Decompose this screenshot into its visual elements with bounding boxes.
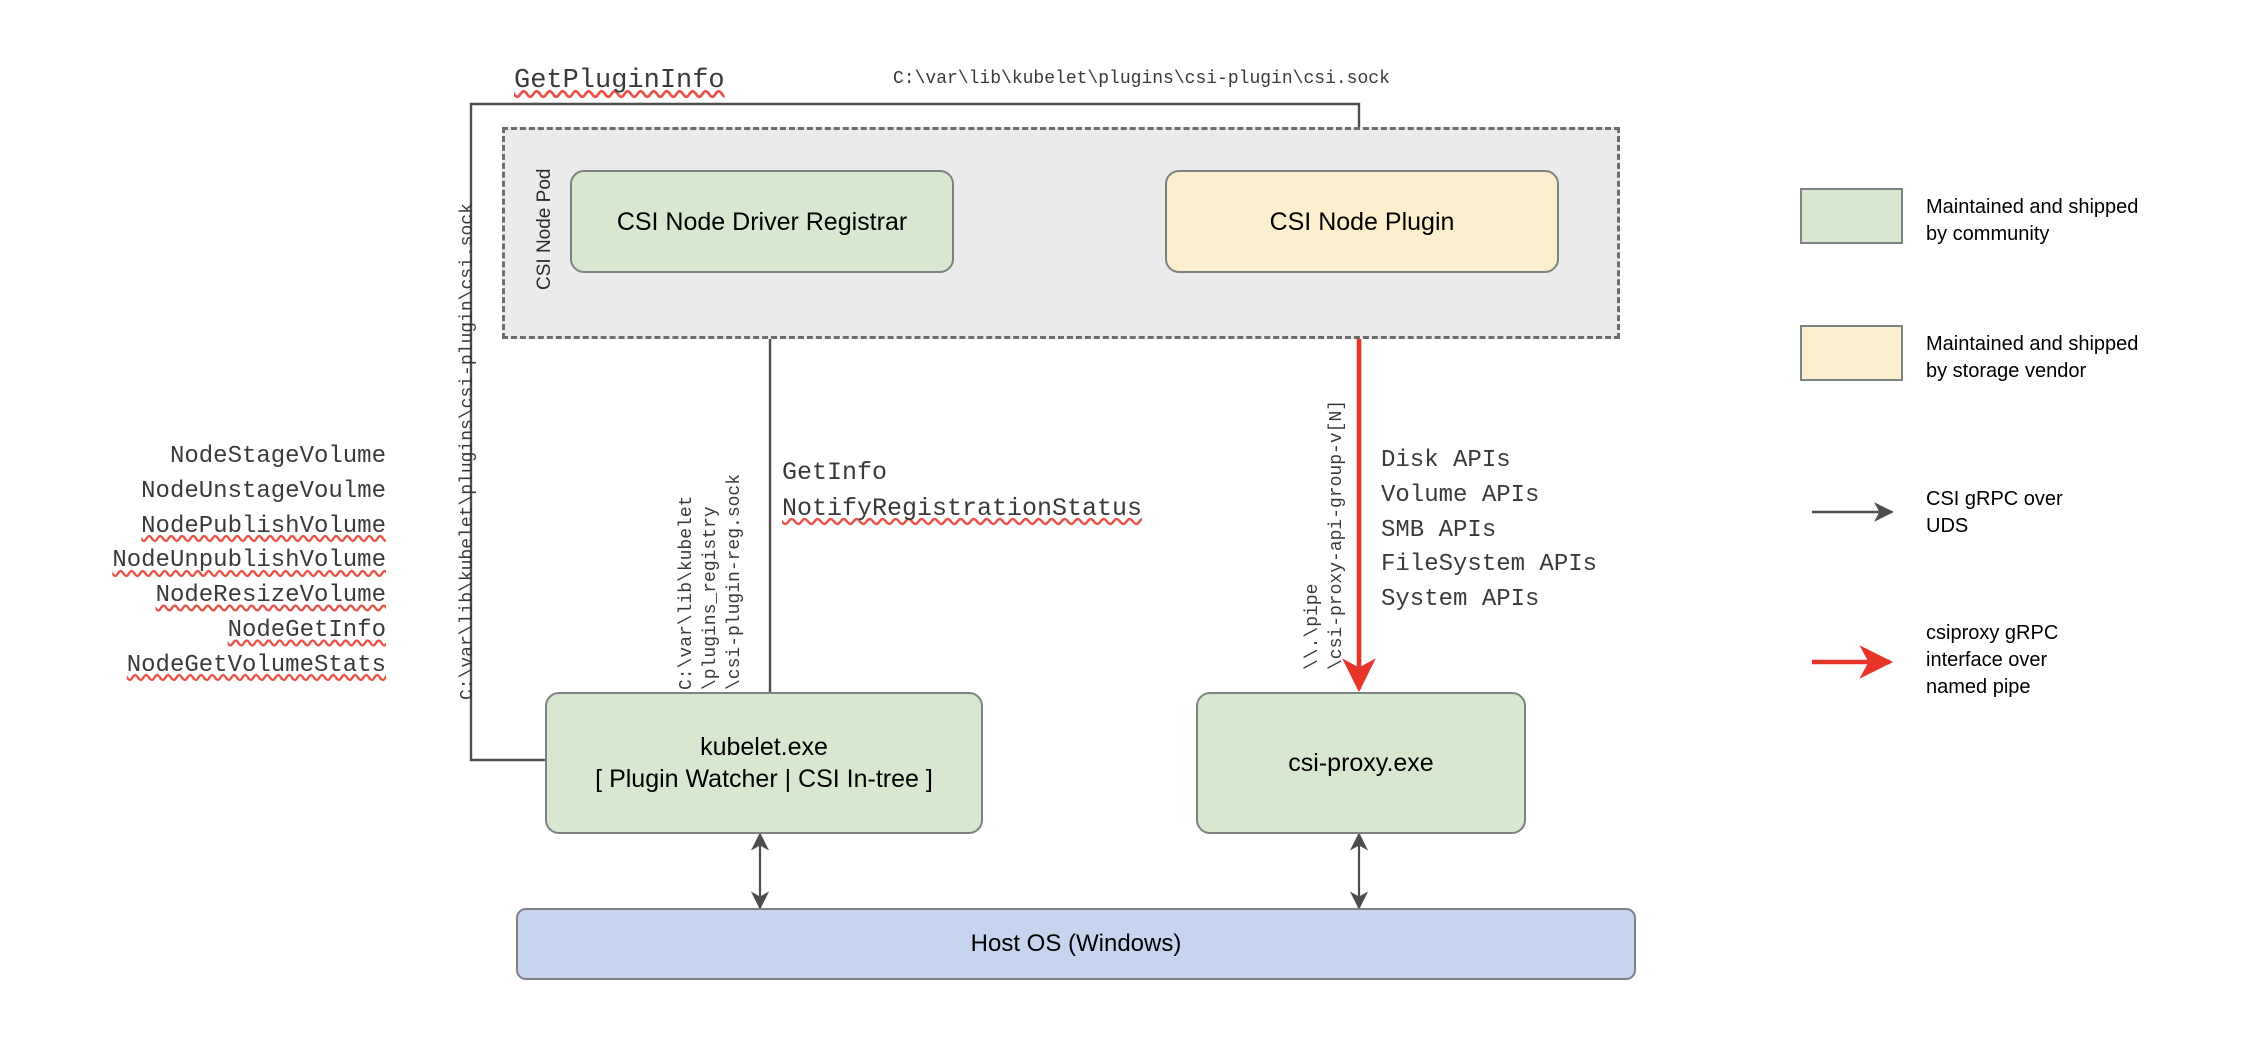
node-service-call-text: NodeUnpublishVolume <box>112 547 386 575</box>
node-csi-node-plugin[interactable]: CSI Node Plugin <box>1165 170 1559 273</box>
node-kubelet-exe[interactable]: kubelet.exe [ Plugin Watcher | CSI In-tr… <box>545 692 983 834</box>
label-named-pipe-line2: \csi-proxy-api-group-v[N] <box>1327 399 1348 670</box>
node-service-call-item: NodeStageVolume <box>96 440 386 475</box>
label-csi-sock-path-top: C:\var\lib\kubelet\plugins\csi-plugin\cs… <box>893 69 1390 89</box>
node-service-calls-list: NodeStageVolume NodeUnstageVoulme NodePu… <box>96 440 386 684</box>
node-label-csi-proxy: csi-proxy.exe <box>1288 749 1434 777</box>
label-named-pipe-group: \\.\pipe \csi-proxy-api-group-v[N] <box>1301 400 1349 670</box>
legend-label-storage-vendor: Maintained and shipped by storage vendor <box>1926 333 2139 382</box>
node-host-os[interactable]: Host OS (Windows) <box>516 908 1636 980</box>
node-service-call-item: NodeResizeVolume <box>96 579 386 614</box>
registration-call-text: GetInfo <box>782 458 888 487</box>
node-service-call-item: NodeGetVolumeStats <box>96 649 386 684</box>
node-service-call-item: NodePublishVolume <box>96 510 386 545</box>
label-registry-path-line1: C:\var\lib\kubelet <box>677 495 697 690</box>
node-label-kubelet-line1: kubelet.exe <box>700 733 828 761</box>
label-named-pipe-line1: \\.\pipe <box>1303 583 1323 670</box>
node-label-kubelet-line2: [ Plugin Watcher | CSI In-tree ] <box>595 765 933 793</box>
proxy-api-item: Disk APIs <box>1381 447 1511 474</box>
node-service-call-text: NodeUnstageVoulme <box>141 477 386 505</box>
node-label-registrar: CSI Node Driver Registrar <box>616 207 908 236</box>
proxy-api-item: Volume APIs <box>1381 481 1540 509</box>
node-service-call-item: NodeUnstageVoulme <box>96 475 386 510</box>
node-service-call-item: NodeGetInfo <box>96 614 386 649</box>
csi-node-pod-label: CSI Node Pod <box>534 168 555 290</box>
label-registry-path-group: C:\var\lib\kubelet \plugins_registry \cs… <box>676 474 747 690</box>
node-service-call-text: NodeGetVolumeStats <box>126 651 386 679</box>
registration-call-text: NotifyRegistrationStatus <box>782 493 1143 523</box>
node-label-host-os: Host OS (Windows) <box>970 929 1182 957</box>
node-service-call-text: NodeResizeVolume <box>155 582 386 610</box>
node-label-csi-node-plugin: CSI Node Plugin <box>1269 207 1455 236</box>
proxy-api-item: System APIs <box>1381 586 1540 614</box>
label-registry-path-line3: \csi-plugin-reg.sock <box>724 473 745 690</box>
node-csi-node-driver-registrar[interactable]: CSI Node Driver Registrar <box>570 170 954 273</box>
legend-swatch-storage-vendor <box>1800 325 1903 381</box>
label-registry-path-line2: \plugins_registry <box>700 506 721 690</box>
node-service-call-text: NodeGetInfo <box>227 616 386 644</box>
legend-swatch-community <box>1800 188 1903 244</box>
legend-label-csi-grpc-uds: CSI gRPC over UDS <box>1926 488 2063 537</box>
registration-call-item: GetInfo <box>782 455 1142 491</box>
node-service-call-item: NodeUnpublishVolume <box>96 544 386 579</box>
label-csi-sock-path-left: C:\var\lib\kubelet\plugins\csi-plugin\cs… <box>458 203 478 700</box>
node-service-call-text: NodeStageVolume <box>169 443 386 470</box>
proxy-api-list: Disk APIs Volume APIs SMB APIs FileSyste… <box>1381 444 1597 618</box>
legend-label-community: Maintained and shipped by community <box>1926 196 2139 245</box>
proxy-api-item: FileSystem APIs <box>1381 551 1598 579</box>
proxy-api-item: SMB APIs <box>1381 516 1497 544</box>
node-service-call-text: NodePublishVolume <box>141 512 386 540</box>
label-get-plugin-info: GetPluginInfo <box>514 66 725 96</box>
node-csi-proxy-exe[interactable]: csi-proxy.exe <box>1196 692 1526 834</box>
registration-call-item: NotifyRegistrationStatus <box>782 491 1142 527</box>
legend-label-csiproxy-named-pipe: csiproxy gRPC interface over named pipe <box>1926 622 2059 698</box>
registration-calls-list: GetInfo NotifyRegistrationStatus <box>782 455 1142 526</box>
